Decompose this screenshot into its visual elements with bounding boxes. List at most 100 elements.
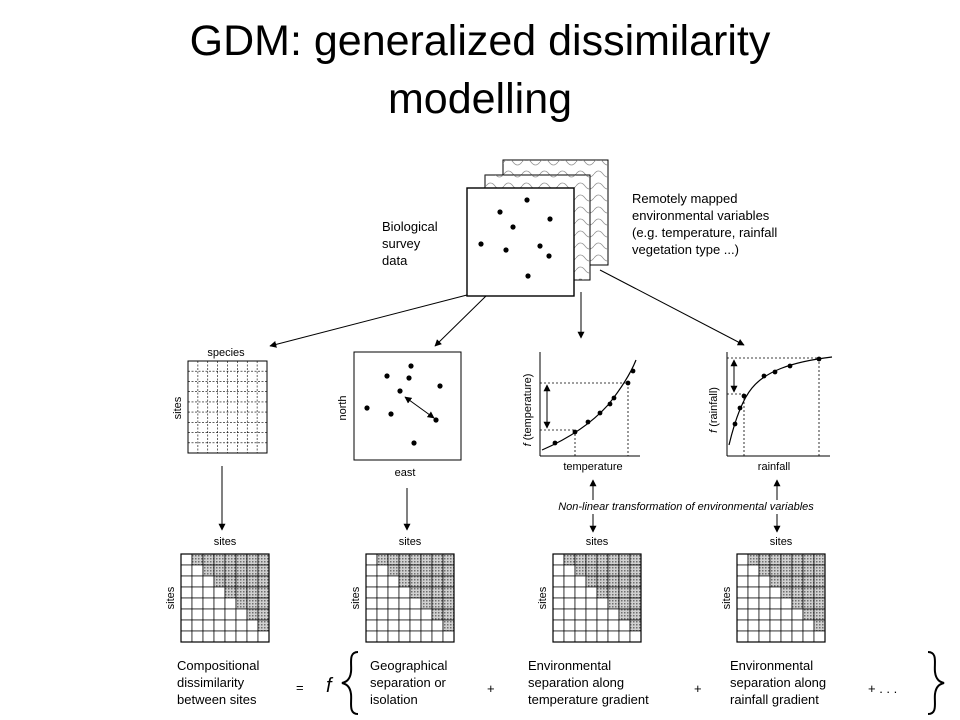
matrix-cell xyxy=(398,597,411,610)
matrix-cell xyxy=(629,630,642,643)
matrix-cell xyxy=(409,553,422,566)
equation-term-rainfall: Environmental separation along rainfall … xyxy=(730,658,830,707)
environmental-layer-stack xyxy=(466,159,609,297)
matrix-cell xyxy=(246,630,259,643)
matrix-cell xyxy=(802,597,815,610)
matrix-cell xyxy=(431,564,444,577)
matrix-cell xyxy=(552,564,565,577)
matrix-cell xyxy=(791,553,804,566)
biological-survey-label: Biological survey data xyxy=(382,219,441,268)
matrix-cell xyxy=(376,586,389,599)
matrix-cell xyxy=(246,586,259,599)
matrix-cell xyxy=(780,564,793,577)
matrix-cell xyxy=(235,586,248,599)
matrix-cell xyxy=(409,619,422,632)
matrix-cell xyxy=(758,619,771,632)
matrix-cell xyxy=(202,575,215,588)
matrix-cell xyxy=(191,608,204,621)
matrix-cell xyxy=(563,619,576,632)
matrix-cell xyxy=(409,630,422,643)
matrix-cell xyxy=(191,564,204,577)
matrix-cell xyxy=(596,553,609,566)
matrix-cell xyxy=(365,575,378,588)
title-line-2: modelling xyxy=(387,75,573,123)
matrix-cell xyxy=(618,575,631,588)
matrix-cell xyxy=(563,575,576,588)
matrix-cell xyxy=(224,619,237,632)
matrix-cell xyxy=(420,630,433,643)
equation-term-geographic: Geographical separation or isolation xyxy=(370,658,451,707)
matrix-cell xyxy=(736,575,749,588)
matrix-cell xyxy=(802,564,815,577)
matrix-cell xyxy=(791,575,804,588)
matrix-cell xyxy=(758,597,771,610)
matrix-cell xyxy=(813,597,826,610)
east-label: east xyxy=(395,467,416,479)
matrix-cell xyxy=(585,553,598,566)
matrix-cell xyxy=(563,630,576,643)
plus-sign-2: + xyxy=(694,681,702,696)
matrix-cell xyxy=(431,586,444,599)
matrix-cell xyxy=(213,608,226,621)
matrix-cell xyxy=(747,553,760,566)
matrix-cell xyxy=(202,564,215,577)
rainfall-transform-plot: f (rainfall) rainfall xyxy=(708,352,833,473)
matrix-cell xyxy=(629,564,642,577)
matrix-cell xyxy=(585,564,598,577)
matrix-cell xyxy=(596,575,609,588)
geographic-plot: north east xyxy=(337,351,462,479)
matrix-cell xyxy=(202,619,215,632)
matrix-cell xyxy=(442,630,455,643)
matrix-cell xyxy=(213,564,226,577)
matrix-cell xyxy=(387,575,400,588)
matrix-cell xyxy=(387,553,400,566)
geo-site-points xyxy=(364,363,443,446)
matrix-cell xyxy=(257,575,270,588)
transform-arrows xyxy=(218,466,781,533)
matrix-cell xyxy=(758,553,771,566)
matrix-cell xyxy=(629,575,642,588)
matrix-cell xyxy=(791,564,804,577)
matrix-cell xyxy=(442,575,455,588)
matrix-cell xyxy=(180,597,193,610)
species-site-matrix: species sites xyxy=(172,347,268,454)
matrix-cell xyxy=(747,630,760,643)
biological-survey-map xyxy=(466,187,575,297)
matrix-cell xyxy=(246,553,259,566)
matrix-cell xyxy=(552,586,565,599)
matrix-cell xyxy=(398,575,411,588)
matrix-cell xyxy=(563,608,576,621)
matrix-cell xyxy=(420,575,433,588)
matrix-side-sites-label: sites xyxy=(537,586,549,609)
matrix-cell xyxy=(398,553,411,566)
matrix-cell xyxy=(376,608,389,621)
matrix-cell xyxy=(780,575,793,588)
matrix-cell xyxy=(431,630,444,643)
matrix-cell xyxy=(257,630,270,643)
temperature-transform-plot: f (temperature) temperature xyxy=(522,352,640,473)
matrix-side-sites-label: sites xyxy=(350,586,362,609)
gdm-equation: Compositional dissimilarity between site… xyxy=(177,651,945,715)
matrix-cell xyxy=(747,586,760,599)
rainfall-points xyxy=(732,356,822,427)
matrix-cell xyxy=(736,597,749,610)
matrix-cell xyxy=(409,575,422,588)
matrix-cell xyxy=(802,553,815,566)
matrix-cell xyxy=(802,608,815,621)
matrix-cell xyxy=(387,564,400,577)
matrix-cell xyxy=(235,553,248,566)
matrix-cell xyxy=(585,597,598,610)
matrix-cell xyxy=(387,619,400,632)
matrix-cell xyxy=(365,630,378,643)
matrix-cell xyxy=(246,575,259,588)
right-brace xyxy=(927,651,945,715)
matrix-cell xyxy=(618,564,631,577)
matrix-cell xyxy=(585,575,598,588)
matrix-cell xyxy=(257,586,270,599)
matrix-cell xyxy=(202,597,215,610)
matrix-cell xyxy=(769,619,782,632)
matrix-cell xyxy=(398,586,411,599)
matrix-cell xyxy=(235,608,248,621)
